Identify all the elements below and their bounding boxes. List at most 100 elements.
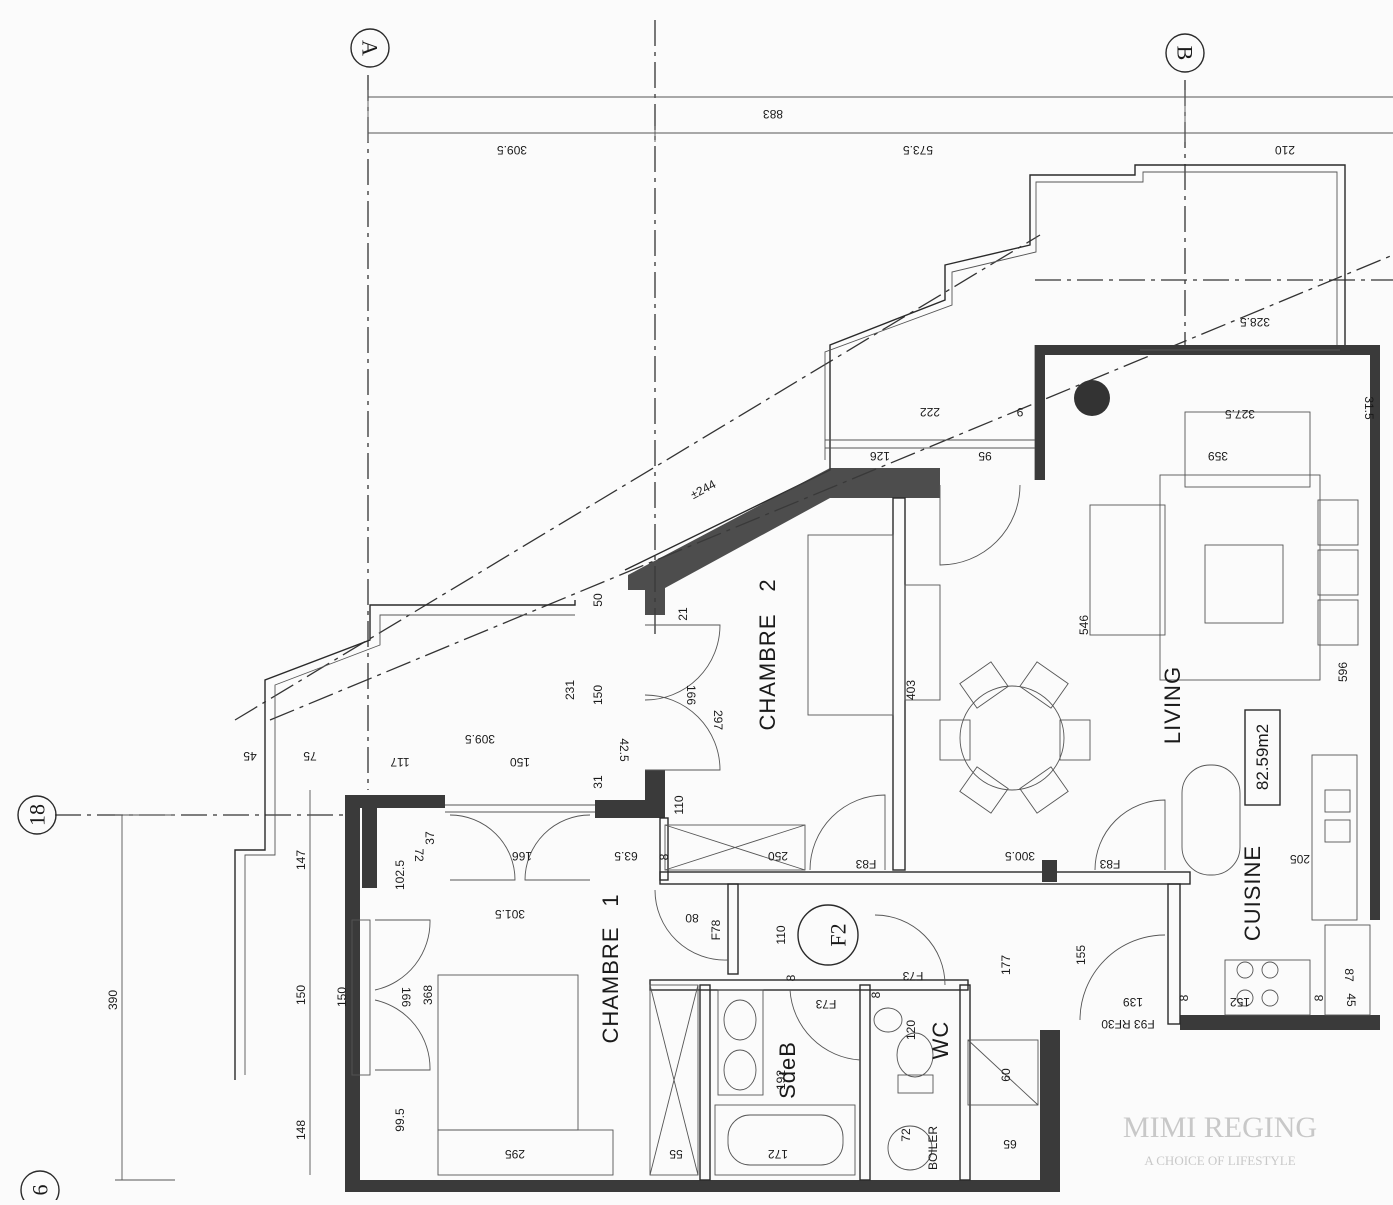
bed-chambre-2 — [807, 534, 894, 716]
svg-text:A: A — [358, 40, 383, 56]
svg-text:172: 172 — [768, 1147, 788, 1161]
svg-text:18: 18 — [25, 804, 50, 826]
svg-text:295: 295 — [505, 1147, 525, 1161]
toilet — [896, 1032, 934, 1078]
watermark: MIMI REGING A CHOICE OF LIFESTYLE — [1123, 1111, 1317, 1168]
svg-text:8: 8 — [657, 853, 671, 860]
svg-text:150: 150 — [294, 985, 308, 1005]
svg-text:126: 126 — [870, 449, 890, 463]
bathtub — [714, 1104, 856, 1176]
label-unit: F2 — [826, 923, 851, 946]
svg-text:72: 72 — [412, 848, 426, 862]
plan-dimensions: 328.5 327.5 359 222 9 126 95 31.5 ±244 5… — [243, 315, 1376, 1161]
label-wc: WC — [928, 1021, 953, 1060]
svg-text:546: 546 — [1077, 615, 1091, 635]
svg-text:205: 205 — [1290, 852, 1310, 866]
svg-text:95: 95 — [978, 449, 992, 463]
svg-text:±244: ±244 — [688, 477, 718, 502]
label-cuisine: CUISINE — [1240, 845, 1265, 941]
kitchen-island — [1181, 764, 1241, 876]
living-rug — [1159, 474, 1321, 681]
svg-text:231: 231 — [563, 680, 577, 700]
svg-text:177: 177 — [999, 955, 1013, 975]
unit-badge — [797, 904, 859, 966]
svg-text:F83: F83 — [855, 857, 876, 871]
grid-bubble-a: A — [350, 28, 390, 68]
svg-text:110: 110 — [774, 925, 788, 944]
svg-text:99.5: 99.5 — [393, 1108, 407, 1132]
label-living: LIVING — [1160, 666, 1185, 744]
label-sdeb: SdeB — [775, 1041, 800, 1099]
svg-text:327.5: 327.5 — [1225, 407, 1255, 421]
svg-text:102.5: 102.5 — [393, 860, 407, 890]
svg-text:8: 8 — [869, 991, 883, 998]
svg-text:37: 37 — [423, 831, 437, 845]
exterior-walls — [345, 345, 1380, 1192]
svg-text:87: 87 — [1342, 968, 1356, 982]
svg-text:166: 166 — [512, 849, 532, 863]
svg-text:120: 120 — [904, 1020, 918, 1040]
grid-bubble-6: 6 — [20, 1170, 60, 1205]
svg-text:60: 60 — [999, 1068, 1013, 1082]
cooktop — [1224, 959, 1311, 1016]
svg-text:110: 110 — [672, 795, 686, 814]
room-labels: CHAMBRE 2 CHAMBRE 1 LIVING CUISINE SdeB … — [598, 578, 1281, 1170]
svg-text:147: 147 — [294, 850, 308, 870]
svg-text:300.5: 300.5 — [1005, 849, 1035, 863]
furniture — [437, 380, 1371, 1176]
svg-text:152: 152 — [1230, 995, 1250, 1009]
dining-table — [959, 685, 1065, 791]
dim-left: 309.5 — [497, 143, 527, 157]
svg-text:F93 RF30: F93 RF30 — [1101, 1017, 1155, 1031]
desk — [904, 584, 941, 701]
svg-text:A CHOICE OF LIFESTYLE: A CHOICE OF LIFESTYLE — [1144, 1153, 1295, 1168]
label-area: 82.59m2 — [1253, 724, 1272, 790]
dim-390: 390 — [106, 990, 120, 1010]
svg-text:328.5: 328.5 — [1240, 315, 1270, 329]
svg-text:55: 55 — [669, 1147, 683, 1161]
svg-text:31: 31 — [591, 775, 605, 789]
svg-text:297: 297 — [711, 710, 725, 730]
svg-text:166: 166 — [399, 987, 413, 1007]
kitchen-counter — [1311, 754, 1358, 921]
svg-text:42.5: 42.5 — [617, 738, 631, 762]
svg-text:596: 596 — [1336, 662, 1350, 682]
svg-text:65: 65 — [1003, 1137, 1017, 1151]
svg-text:8: 8 — [1177, 994, 1191, 1001]
label-chambre-2: CHAMBRE — [755, 613, 780, 730]
svg-text:150: 150 — [335, 987, 349, 1007]
svg-text:139: 139 — [1123, 995, 1143, 1009]
svg-text:309.5: 309.5 — [465, 732, 495, 746]
svg-text:155: 155 — [1074, 945, 1088, 965]
dim-overall: 883 — [763, 107, 783, 121]
bed-chambre-1 — [437, 974, 579, 1131]
coffee-table — [1204, 544, 1284, 624]
svg-text:166: 166 — [684, 685, 698, 705]
dim-right: 210 — [1275, 143, 1295, 157]
svg-text:75: 75 — [303, 749, 317, 763]
doors-windows — [351, 349, 1340, 1076]
label-chambre-1: CHAMBRE — [598, 926, 623, 1043]
svg-text:222: 222 — [920, 405, 940, 419]
svg-text:MIMI REGING: MIMI REGING — [1123, 1111, 1317, 1144]
svg-text:117: 117 — [390, 755, 409, 769]
svg-text:B: B — [1173, 46, 1198, 61]
svg-text:368: 368 — [421, 985, 435, 1005]
svg-text:F78: F78 — [709, 919, 723, 940]
svg-text:80: 80 — [685, 911, 699, 925]
label-chambre-1-number: 1 — [598, 893, 623, 906]
svg-text:192: 192 — [774, 1070, 788, 1090]
dim-mid: 573.5 — [903, 143, 933, 157]
svg-text:148: 148 — [294, 1120, 308, 1140]
wardrobe — [649, 984, 699, 1176]
svg-text:8: 8 — [1312, 994, 1326, 1001]
terrace-outline — [234, 164, 1346, 1080]
svg-text:250: 250 — [768, 849, 788, 863]
diagonal-axis-1 — [234, 234, 1041, 721]
svg-text:359: 359 — [1208, 449, 1228, 463]
top-dimensions: 883 309.5 573.5 210 — [367, 90, 1393, 157]
grid-bubble-18: 18 — [17, 795, 57, 835]
svg-text:F73: F73 — [902, 969, 923, 983]
